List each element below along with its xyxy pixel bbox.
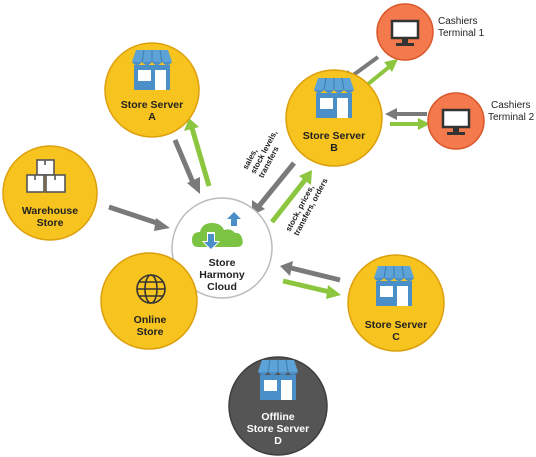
node-store-harmony-cloud: Store Harmony Cloud <box>171 197 273 299</box>
node-label: B <box>330 142 338 154</box>
node-label: Store <box>137 326 164 338</box>
arrowhead <box>418 118 430 130</box>
boxes-icon <box>26 159 66 193</box>
node-offline-store-server-d: Offline Store Server D <box>228 356 328 456</box>
node-label: Store Server <box>303 130 365 142</box>
arrowhead <box>154 218 170 231</box>
arrowhead <box>326 285 341 299</box>
arrow-cloud-to-store-a <box>189 127 212 187</box>
node-label: A <box>148 111 156 123</box>
monitor-icon <box>390 19 420 46</box>
terminal-label: Terminal 2 <box>488 112 535 123</box>
node-label: D <box>274 435 282 447</box>
node-warehouse-store: Warehouse Store <box>2 145 98 241</box>
node-label: C <box>392 331 400 343</box>
node-label: Cloud <box>207 281 237 293</box>
node-cashiers-terminal-1: Cashiers Terminal 1 <box>376 3 485 61</box>
node-store-server-b: Store Server B <box>285 69 383 167</box>
arrow-warehouse-to-cloud <box>108 204 161 227</box>
arrowhead <box>385 108 397 120</box>
arrowhead <box>280 261 293 276</box>
arrow-store-a-to-cloud <box>172 139 197 186</box>
shop-icon <box>131 49 173 91</box>
node-cashiers-terminal-2: Cashiers Terminal 2 <box>427 92 535 150</box>
monitor-icon <box>441 108 471 135</box>
shop-icon <box>373 265 415 307</box>
node-label: Warehouse <box>22 205 78 217</box>
shop-icon <box>313 77 355 119</box>
node-label: Store Server <box>365 319 427 331</box>
node-label: Online <box>134 314 167 326</box>
arrowhead <box>187 177 200 194</box>
terminal-label: Cashiers <box>491 100 530 111</box>
node-label: Store Server <box>121 99 183 111</box>
arrow-cloud-to-store-b <box>270 178 307 224</box>
arrow-store-b-to-cloud <box>257 161 296 208</box>
cloud-sync-icon <box>192 212 243 251</box>
node-store-server-c: Store Server C <box>347 254 445 352</box>
node-label: Harmony <box>199 269 245 281</box>
terminal-label: Terminal 1 <box>438 28 485 39</box>
edge-label-upstream: sales, stock levels, transfers <box>241 129 281 179</box>
node-label: Store <box>209 257 236 269</box>
arrow-store-c-to-cloud <box>290 265 341 283</box>
arrowhead <box>299 170 312 185</box>
node-label: Offline <box>261 411 294 423</box>
arrowhead <box>384 59 398 72</box>
arrow-terminal-1-to-store-b <box>350 55 380 78</box>
shop-icon <box>257 359 299 401</box>
node-label: Store <box>37 217 64 229</box>
globe-icon <box>136 274 166 304</box>
arrow-cloud-to-store-c <box>282 278 331 295</box>
terminal-label: Cashiers <box>438 16 477 27</box>
node-label: Store Server <box>247 423 309 435</box>
node-store-server-a: Store Server A <box>104 42 200 138</box>
node-online-store: Online Store <box>100 252 198 350</box>
